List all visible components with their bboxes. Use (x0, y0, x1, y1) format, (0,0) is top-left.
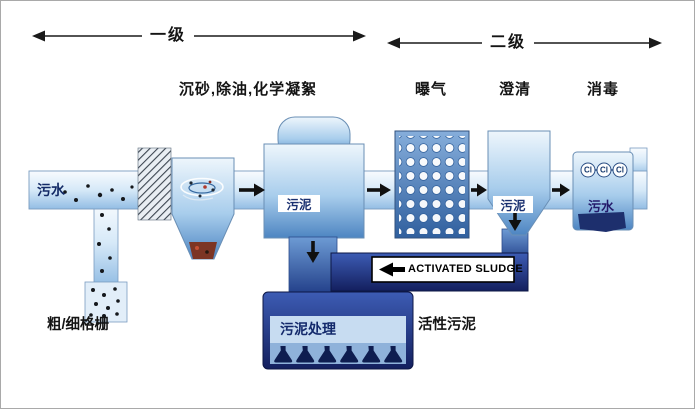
bar-screen-icon (137, 147, 172, 221)
chlorine-molecule-icon (580, 162, 628, 178)
sludge-treatment-unit (262, 291, 414, 370)
chlorine-symbol: Cl (600, 165, 608, 175)
effluent-label: 污水 (587, 199, 615, 214)
disinfection-tank (572, 151, 634, 232)
pretreatment-label: 沉砂,除油,化学凝絮 (178, 81, 318, 98)
activated-sludge-en-label: ACTIVATED SLUDGE (408, 263, 524, 275)
stage-arrows (32, 30, 662, 49)
aeration-tank (394, 130, 470, 239)
clarifier-tank (487, 130, 551, 236)
flow-arrows (239, 183, 570, 263)
floc-sludge-label: 污泥 (278, 195, 320, 212)
stage-secondary-label: 二级 (481, 34, 535, 53)
activated-sludge-cn-label: 活性污泥 (418, 317, 476, 333)
activated-sludge-box (371, 256, 515, 283)
flocculation-tank (263, 116, 365, 298)
influent-label: 污水 (37, 182, 65, 198)
aeration-label: 曝气 (414, 81, 448, 98)
grit-tank (171, 157, 235, 260)
screen-label: 粗/细格栅 (47, 317, 110, 333)
stage-primary-label: 一级 (141, 27, 195, 46)
influent-particles (63, 184, 134, 318)
screenings-channel (84, 200, 128, 323)
disinfection-label: 消毒 (586, 81, 620, 98)
clarifier-sludge-label: 污泥 (493, 196, 533, 213)
chlorine-symbol: Cl (616, 165, 624, 175)
sludge-treatment-label: 污泥处理 (280, 321, 336, 337)
chlorine-symbol: Cl (584, 165, 592, 175)
clarification-label: 澄清 (498, 81, 532, 98)
